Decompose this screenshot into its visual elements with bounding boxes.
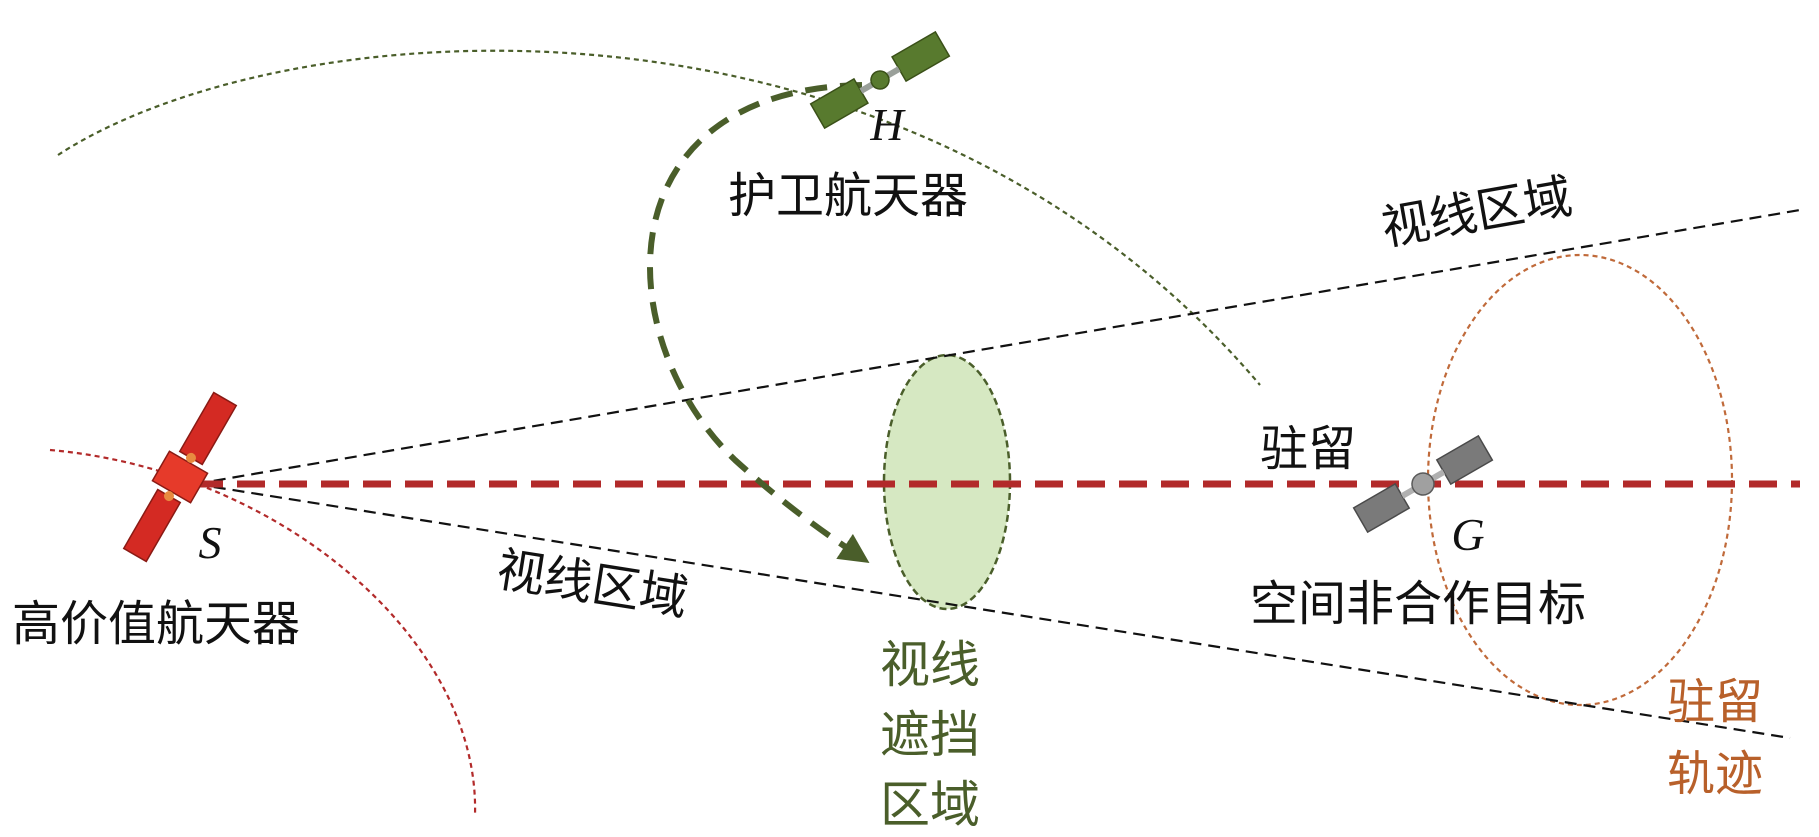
s-name-label: 高价值航天器: [12, 596, 300, 652]
hover-trajectory-label-line2: 轨迹: [1667, 746, 1763, 802]
los-lower-line: [194, 482, 1791, 740]
h-trajectory-arrow: [647, 82, 870, 563]
occlusion-label-line1: 视线: [880, 636, 980, 694]
h-orbit-arc: [57, 49, 1261, 386]
los-upper-label: 视线区域: [1377, 168, 1576, 256]
g-letter-label: G: [1451, 509, 1484, 560]
g-spacecraft-icon: [1352, 434, 1494, 534]
occlusion-region-ellipse: [882, 353, 1012, 611]
g-name-label: 空间非合作目标: [1250, 576, 1586, 632]
h-letter-label: H: [869, 99, 906, 150]
h-spacecraft-icon: [809, 30, 951, 130]
hover-orbit-ellipse: [1426, 253, 1734, 707]
s-letter-label: S: [199, 517, 222, 568]
los-upper-line: [194, 208, 1801, 486]
los-lower-label: 视线区域: [493, 542, 691, 627]
hover-label: 驻留: [1260, 421, 1356, 477]
h-name-label: 护卫航天器: [728, 168, 968, 224]
occlusion-label-line3: 区域: [880, 776, 980, 834]
s-spacecraft-icon: [122, 391, 238, 563]
occlusion-label-line2: 遮挡: [880, 706, 980, 764]
hover-trajectory-label-line1: 驻留: [1667, 674, 1763, 730]
